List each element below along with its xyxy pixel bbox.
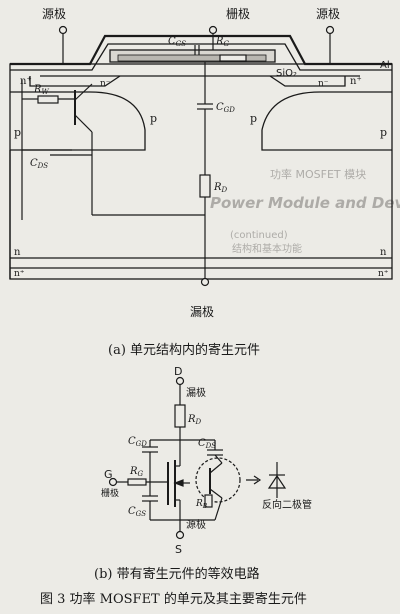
al-label: Al bbox=[380, 60, 390, 71]
al-inner bbox=[10, 43, 392, 71]
source-left-label: 源极 bbox=[42, 7, 66, 21]
parasitics-cell bbox=[21, 45, 247, 278]
diode-symbol bbox=[267, 474, 287, 489]
p-mid-left-label: p bbox=[150, 112, 157, 125]
drain-label: 漏极 bbox=[190, 305, 214, 319]
rg-resistor bbox=[219, 54, 247, 62]
source-label-b: 源极 bbox=[186, 518, 206, 531]
diode-label: 反向二极管 bbox=[262, 498, 312, 511]
gate-label-b: 栅极 bbox=[101, 487, 119, 499]
rd-label-b: RD bbox=[187, 414, 202, 426]
bjt-collector-b bbox=[209, 462, 223, 474]
cgd-label-b: CGD bbox=[128, 436, 147, 448]
n-plus-left-label: n⁺ bbox=[20, 76, 32, 87]
rg-label-b: RG bbox=[129, 466, 144, 478]
g-label: G bbox=[104, 468, 113, 481]
rd-resistor-b bbox=[174, 404, 186, 428]
rg-label: RG bbox=[215, 36, 230, 48]
figure-caption: 图 3 功率 MOSFET 的单元及其主要寄生元件 bbox=[40, 591, 307, 607]
bjt-link bbox=[214, 454, 223, 464]
gate-oxide bbox=[117, 54, 267, 62]
equivalent-circuit bbox=[108, 376, 287, 540]
bjt-emitter bbox=[74, 114, 93, 133]
gate-terminal bbox=[208, 25, 218, 35]
n2-left-label: n⁺ bbox=[14, 269, 25, 279]
bleed-text: (continued) bbox=[230, 230, 288, 241]
equivalence-arrow bbox=[246, 475, 262, 485]
source-left-terminal bbox=[58, 25, 68, 35]
source-right-label: 源极 bbox=[316, 7, 340, 21]
bleed-text: 功率 MOSFET 模块 bbox=[270, 167, 366, 181]
source-right-terminal bbox=[325, 25, 335, 35]
gate-label: 栅极 bbox=[226, 6, 250, 21]
s-terminal bbox=[175, 530, 185, 540]
rw-resistor bbox=[37, 95, 59, 104]
n-plus-left bbox=[29, 75, 121, 87]
d-label: D bbox=[174, 365, 182, 378]
rb-label-b: RB bbox=[195, 499, 208, 510]
p-left-label: p bbox=[14, 126, 21, 139]
bjt-emitter-b bbox=[209, 488, 223, 499]
cgd-label: CGD bbox=[216, 102, 235, 114]
rg-resistor-b bbox=[127, 478, 147, 486]
g-terminal bbox=[108, 477, 118, 487]
bleed-text: 结构和基本功能 bbox=[232, 242, 302, 255]
parasitic-bjt-circle bbox=[195, 457, 241, 503]
p-well-right bbox=[261, 91, 392, 151]
p-mid-right-label: p bbox=[250, 112, 257, 125]
rb-resistor-b bbox=[204, 494, 213, 508]
rw-label: RW bbox=[33, 84, 50, 96]
rd-label: RD bbox=[213, 182, 228, 194]
caption-a: (a) 单元结构内的寄生元件 bbox=[108, 342, 260, 358]
mosfet-arrow bbox=[173, 479, 184, 487]
drain-label-b: 漏极 bbox=[186, 386, 206, 399]
rd-resistor bbox=[199, 174, 211, 198]
n-minus-right-label: n⁻ bbox=[318, 79, 329, 89]
n-plus-right bbox=[269, 75, 346, 87]
cds-label: CDS bbox=[30, 158, 48, 170]
drain-terminal bbox=[200, 277, 210, 287]
cds-label-b: CDS bbox=[198, 438, 216, 450]
cgs-label-b: CGS bbox=[128, 506, 146, 518]
n-plus-right-label: n⁺ bbox=[350, 76, 362, 87]
n-bottom-right-label: n bbox=[380, 247, 387, 258]
n2-right-label: n⁺ bbox=[378, 269, 389, 279]
labels-cell: 源极 栅极 源极 Al SiO₂ CGS RG RW CGD CDS RD p … bbox=[14, 6, 390, 319]
cell-cross-section bbox=[9, 34, 393, 280]
bleed-through: 功率 MOSFET 模块 Power Module and Device(Par… bbox=[210, 167, 400, 255]
bjt-collector bbox=[74, 83, 93, 101]
n-bottom-left-label: n bbox=[14, 247, 21, 258]
caption-b: (b) 带有寄生元件的等效电路 bbox=[94, 566, 260, 582]
labels-circuit: D 漏极 RD CGD CDS G 栅极 RG CGS RB 反向二极管 源极 … bbox=[101, 365, 312, 556]
p-right-label: p bbox=[380, 126, 387, 139]
p-well-left bbox=[10, 91, 146, 151]
sio2-label: SiO₂ bbox=[276, 68, 297, 79]
terminals-top bbox=[58, 25, 335, 287]
n-minus-left-label: n⁻ bbox=[100, 79, 111, 89]
bleed-text: Power Module and Device(Part_b) bbox=[210, 194, 400, 212]
d-terminal bbox=[175, 376, 185, 386]
al-metal bbox=[10, 34, 392, 66]
s-label: S bbox=[175, 543, 182, 556]
bjt-link bbox=[214, 497, 223, 521]
cgs-label: CGS bbox=[168, 36, 186, 48]
